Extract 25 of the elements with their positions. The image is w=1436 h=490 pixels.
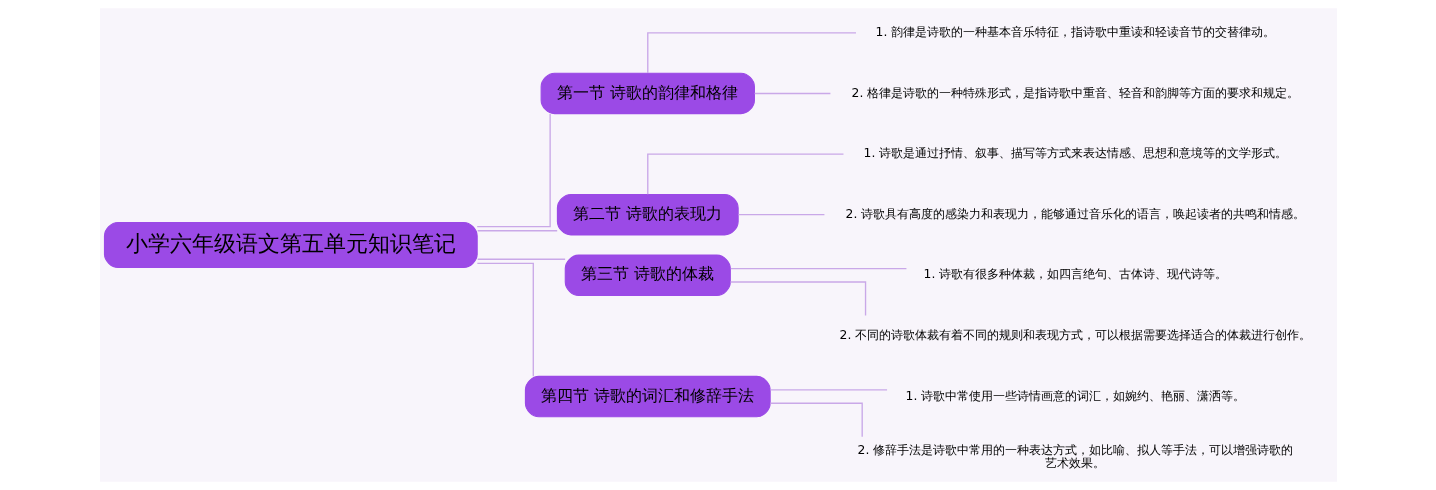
node-box: 小学六年级语文第五单元知识笔记 <box>103 222 478 268</box>
node-text: 2. 诗歌具有高度的感染力和表现力，能够通过音乐化的语言，唤起读者的共鸣和情感。 <box>845 206 1305 221</box>
connector <box>476 113 551 228</box>
node-text: 1. 诗歌有很多种体裁，如四言绝句、古体诗、现代诗等。 <box>923 267 1227 282</box>
connector <box>646 153 844 195</box>
node-text: 1. 诗歌是通过抒情、叙事、描写等方式来表达情感、思想和意境等的文学形式。 <box>863 146 1287 161</box>
node-text: 2. 修辞手法是诗歌中常用的一种表达方式，如比喻、拟人等手法，可以增强诗歌的艺术效果。 <box>857 442 1293 471</box>
node-text: 1. 韵律是诗歌的一种基本音乐特征，指诗歌中重读和轻读音节的交替律动。 <box>875 24 1275 39</box>
connector <box>769 402 863 438</box>
connector <box>646 32 857 74</box>
connector <box>769 389 888 391</box>
connector <box>476 258 566 260</box>
node-box: 第一节 诗歌的韵律和格律 <box>540 72 755 115</box>
node-box: 第四节 诗歌的词汇和修辞手法 <box>524 375 771 418</box>
connector <box>753 92 831 95</box>
connector <box>737 214 825 216</box>
node-text: 2. 格律是诗歌的一种特殊形式，是指诗歌中重音、轻音和韵脚等方面的要求和规定。 <box>851 85 1299 100</box>
connector <box>729 267 907 270</box>
node-box: 第二节 诗歌的表现力 <box>556 193 739 236</box>
node-text: 1. 诗歌中常使用一些诗情画意的词汇，如婉约、艳丽、潇洒等。 <box>905 388 1245 403</box>
node-box: 第三节 诗歌的体裁 <box>564 254 731 297</box>
connector <box>476 230 558 232</box>
connector <box>729 281 866 317</box>
connector <box>476 262 534 377</box>
node-text: 2. 不同的诗歌体裁有着不同的规则和表现方式，可以根据需要选择适合的体裁进行创作。 <box>839 328 1311 343</box>
